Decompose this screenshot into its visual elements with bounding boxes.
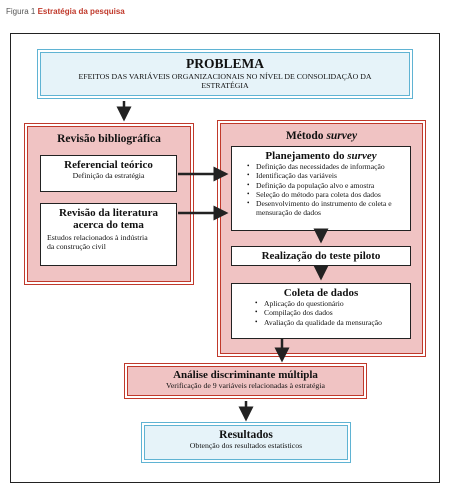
caption-prefix: Figura 1 <box>6 7 36 16</box>
theoretical-framework-title: Referencial teórico <box>64 159 153 171</box>
literature-topic-text: Estudos relacionados à indústria da cons… <box>47 233 148 251</box>
data-collection-item: Avaliação da qualidade da mensuração <box>255 318 406 328</box>
figure-caption: Figura 1 Estratégia da pesquisa <box>6 7 125 16</box>
data-collection-box: Coleta de dados Aplicação do questionári… <box>231 283 411 339</box>
survey-planning-item: Definição das necessidades de informação <box>247 162 406 172</box>
survey-planning-title-italic: survey <box>347 150 377 162</box>
discriminant-analysis-title: Análise discriminante múltipla <box>173 369 318 381</box>
survey-method-title: Método survey <box>221 130 422 142</box>
pilot-test-title: Realização do teste piloto <box>261 250 381 262</box>
survey-planning-list: Definição das necessidades de informação… <box>244 162 406 218</box>
survey-planning-title-prefix: Planejamento do <box>265 150 345 162</box>
theoretical-framework-text: Definição da estratégia <box>72 171 145 180</box>
caption-title: Estratégia da pesquisa <box>37 7 125 16</box>
pilot-test-box: Realização do teste piloto <box>231 246 411 266</box>
theoretical-framework-box: Referencial teórico Definição da estraté… <box>40 155 177 192</box>
results-title: Resultados <box>219 429 273 441</box>
diagram-frame <box>10 33 440 483</box>
survey-method-title-italic: survey <box>326 130 358 142</box>
survey-planning-item: Identificação das variáveis <box>247 171 406 181</box>
literature-topic-box: Revisão da literatura acerca do tema Est… <box>40 203 177 266</box>
data-collection-item: Compilação dos dados <box>255 308 406 318</box>
results-text: Obtenção dos resultados estatísticos <box>189 441 303 450</box>
problem-text: EFEITOS DAS VARIÁVEIS ORGANIZACIONAIS NO… <box>78 72 372 90</box>
survey-planning-item: Seleção do método para coleta dos dados <box>247 190 406 200</box>
survey-method-title-prefix: Método <box>285 130 324 142</box>
discriminant-analysis-text: Verificação de 9 variáveis relacionadas … <box>166 381 325 390</box>
survey-planning-item: Definição da população alvo e amostra <box>247 181 406 191</box>
data-collection-list: Aplicação do questionárioCompilação dos … <box>252 299 406 327</box>
survey-planning-title: Planejamento do survey <box>236 150 406 162</box>
problem-title: PROBLEMA <box>185 56 264 71</box>
discriminant-analysis-box: Análise discriminante múltipla Verificaç… <box>124 363 367 399</box>
survey-planning-item: Desenvolvimento do instrumento de coleta… <box>247 199 406 218</box>
literature-topic-title: Revisão da literatura acerca do tema <box>59 207 158 231</box>
data-collection-item: Aplicação do questionário <box>255 299 406 309</box>
literature-review-title: Revisão bibliográfica <box>57 133 161 145</box>
data-collection-title: Coleta de dados <box>283 287 359 299</box>
results-box: Resultados Obtenção dos resultados estat… <box>141 422 351 463</box>
problem-box: PROBLEMA EFEITOS DAS VARIÁVEIS ORGANIZAC… <box>37 49 413 99</box>
